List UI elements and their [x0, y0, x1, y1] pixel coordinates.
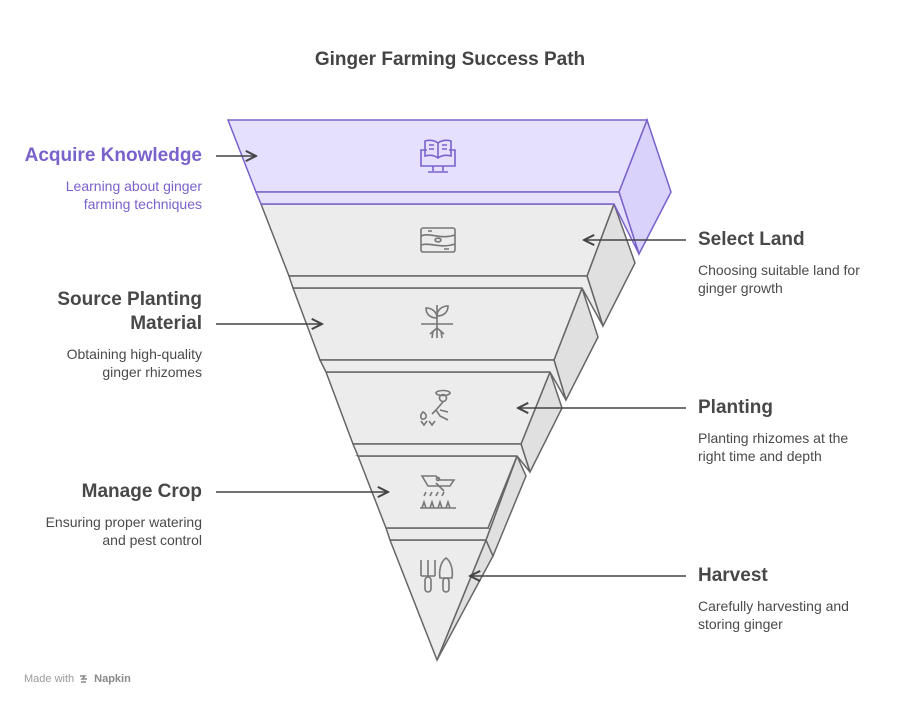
stage-manage-crop: Manage Crop Ensuring proper watering and…	[46, 480, 202, 549]
stage-description: Choosing suitable land for ginger growth	[698, 261, 860, 297]
farmer-planting-icon	[419, 389, 451, 427]
diagram-title: Ginger Farming Success Path	[314, 49, 586, 70]
stage-acquire-knowledge: Acquire Knowledge Learning about ginger …	[25, 144, 202, 213]
stage-title: Planting	[698, 397, 773, 418]
stage-select-land: Select Land Choosing suitable land for g…	[698, 228, 860, 297]
credit-prefix: Made with	[24, 673, 75, 685]
stage-description-line: Obtaining high-quality	[66, 346, 202, 362]
funnel-level-acquire-knowledge	[226, 117, 672, 256]
stage-title-line: Source Planting	[57, 289, 202, 310]
stage-description-line: farming techniques	[83, 196, 202, 212]
stage-description-line: storing ginger	[698, 616, 783, 632]
made-with-credit: Made with Napkin	[24, 673, 131, 685]
funnel-level-source-material	[291, 285, 599, 403]
crop-duster-icon	[420, 475, 456, 509]
stage-title: Manage Crop	[81, 481, 202, 502]
stage-description-line: Planting rhizomes at the	[698, 430, 849, 446]
stage-title: Harvest	[698, 565, 768, 586]
garden-tools-icon	[420, 557, 454, 593]
stage-title: Select Land	[698, 229, 805, 250]
stage-description: Obtaining high-quality ginger rhizomes	[57, 345, 202, 381]
napkin-logo-icon	[80, 675, 88, 683]
stage-title-line: Material	[130, 313, 202, 334]
stage-description-line: ginger growth	[698, 280, 783, 296]
stage-description-line: Choosing suitable land for	[698, 262, 860, 278]
funnel-level-manage-crop	[355, 454, 527, 558]
stage-title: Source Planting Material	[57, 288, 202, 336]
stage-source-planting-material: Source Planting Material Obtaining high-…	[57, 288, 202, 381]
funnel-level-harvest	[388, 538, 494, 663]
stage-description: Carefully harvesting and storing ginger	[698, 597, 849, 633]
stage-description-line: and pest control	[102, 532, 202, 548]
land-icon	[420, 227, 456, 253]
credit-brand: Napkin	[94, 673, 131, 685]
sprout-icon	[421, 305, 453, 339]
stage-planting: Planting Planting rhizomes at the right …	[698, 396, 848, 465]
book-monitor-icon	[420, 139, 456, 173]
stage-description: Ensuring proper watering and pest contro…	[46, 513, 202, 549]
funnel-level-planting	[324, 369, 563, 474]
stage-description-line: Ensuring proper watering	[45, 514, 202, 530]
stage-description: Planting rhizomes at the right time and …	[698, 429, 848, 465]
funnel-level-select-land	[259, 201, 636, 328]
stage-harvest: Harvest Carefully harvesting and storing…	[698, 564, 849, 633]
stage-description-line: ginger rhizomes	[102, 364, 202, 380]
stage-description-line: Carefully harvesting and	[698, 598, 849, 614]
stage-description: Learning about ginger farming techniques	[25, 177, 202, 213]
stage-description-line: Learning about ginger	[65, 178, 202, 194]
stage-title: Acquire Knowledge	[24, 145, 202, 166]
stage-description-line: right time and depth	[698, 448, 822, 464]
